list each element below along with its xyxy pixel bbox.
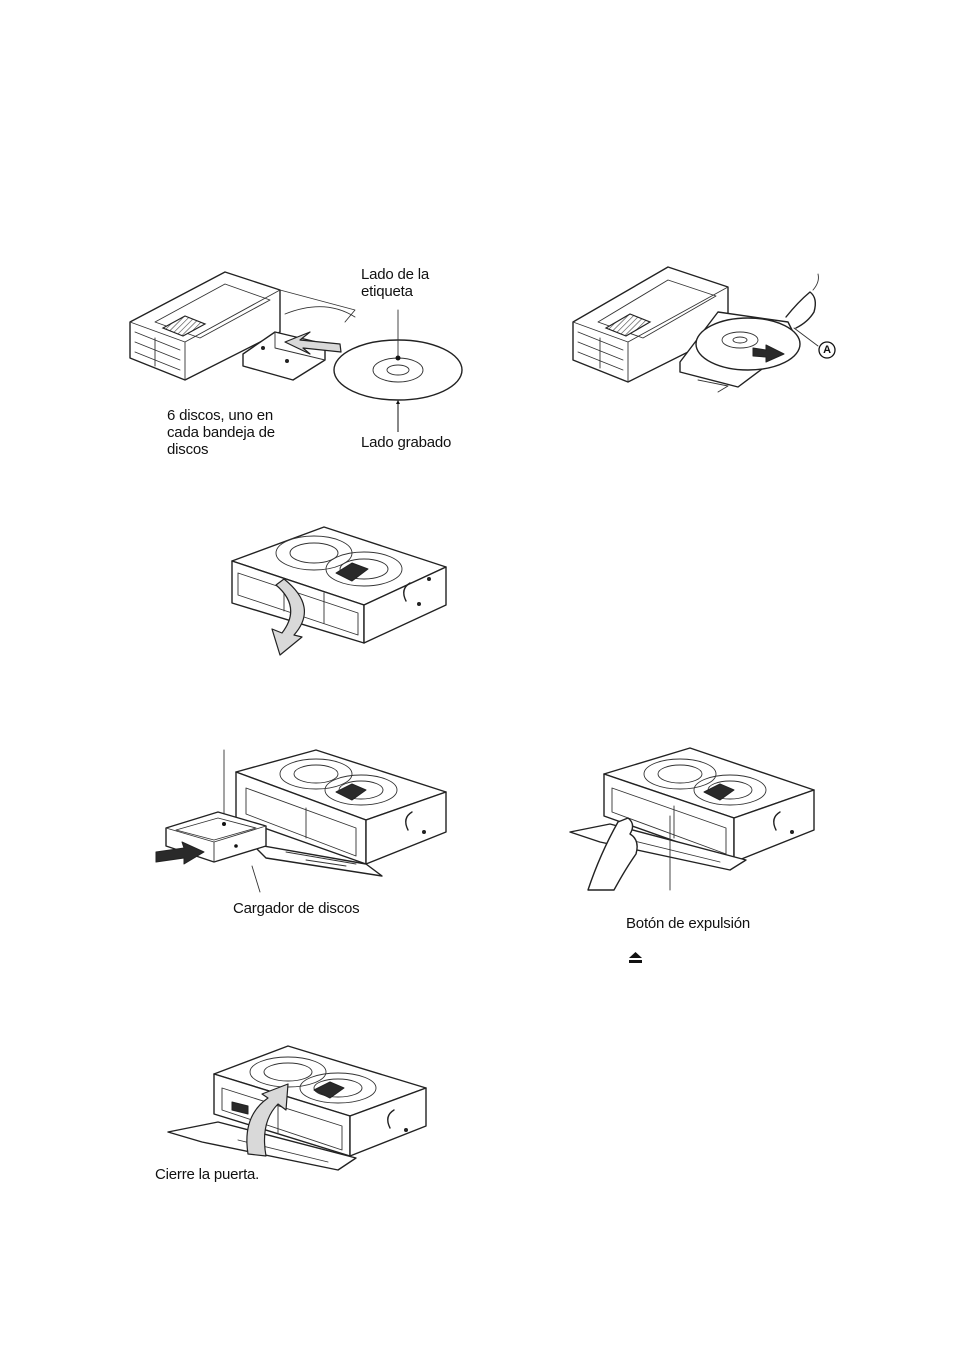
load-discs-caption: 6 discos, uno en cada bandeja de discos (167, 407, 275, 458)
remove-disc-illustration (568, 262, 848, 402)
eject-button-caption: Botón de expulsión (626, 898, 750, 966)
open-door-illustration (224, 519, 454, 659)
close-door-caption: Cierre la puerta. (155, 1166, 259, 1183)
magazine-caption: Cargador de discos (233, 900, 359, 917)
recorded-side-label: Lado grabado (361, 434, 451, 451)
marker-a-label: A (822, 342, 832, 359)
close-door-illustration (168, 1044, 432, 1174)
insert-magazine-illustration (156, 748, 452, 898)
label-side-label: Lado de la etiqueta (361, 266, 429, 300)
eject-illustration (570, 744, 818, 894)
eject-caption-text: Botón de expulsión (626, 915, 750, 932)
eject-symbol-icon (629, 933, 642, 944)
